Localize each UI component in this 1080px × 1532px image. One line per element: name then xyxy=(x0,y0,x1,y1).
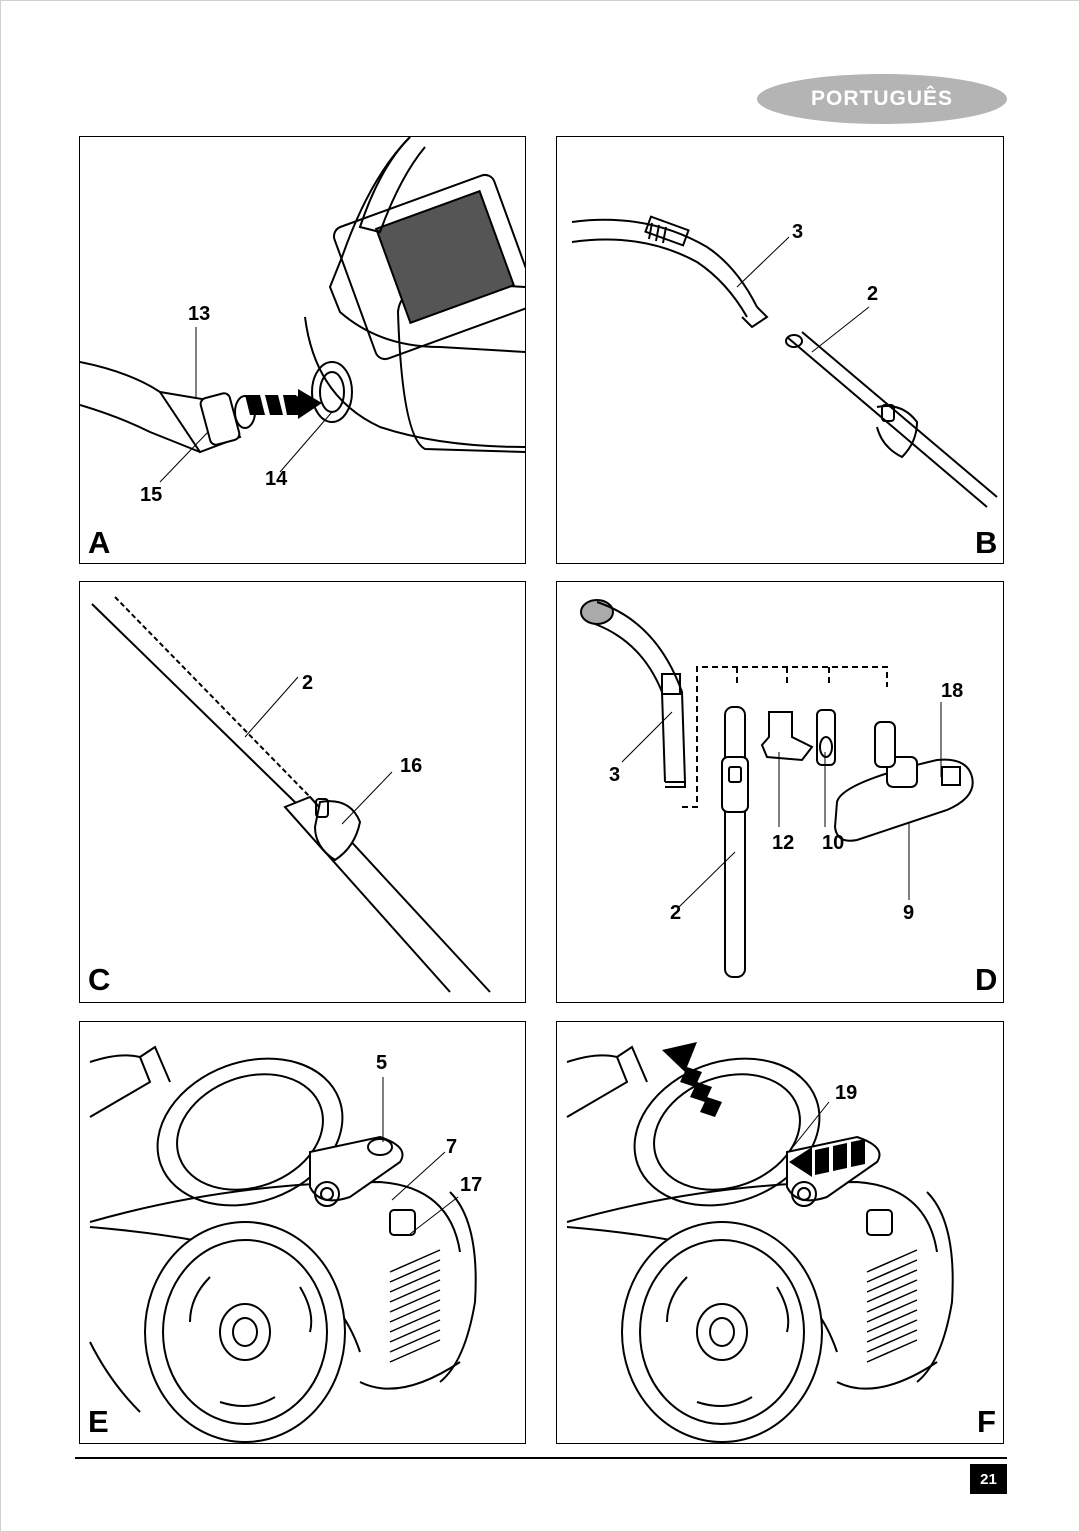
figure-a: 13 14 15 A xyxy=(79,136,526,564)
callout-13: 13 xyxy=(188,303,211,325)
callout-12: 12 xyxy=(772,832,795,854)
callout-3: 3 xyxy=(609,764,621,786)
figure-e-illustration xyxy=(89,1045,477,1443)
callout-2: 2 xyxy=(302,672,314,694)
figure-letter-e: E xyxy=(88,1404,109,1439)
figure-letter-f: F xyxy=(977,1404,996,1439)
figure-b-illustration xyxy=(571,215,998,508)
figure-letter-b: B xyxy=(975,525,998,560)
callout-3: 3 xyxy=(792,221,804,243)
callout-18: 18 xyxy=(941,680,964,702)
callout-7: 7 xyxy=(446,1136,458,1158)
figure-letter-d: D xyxy=(975,962,998,997)
footer-rule xyxy=(75,1457,1007,1459)
callout-15: 15 xyxy=(140,484,163,506)
figure-e: 5 7 17 E xyxy=(79,1021,526,1444)
figure-c-illustration xyxy=(91,596,491,993)
callout-10: 10 xyxy=(822,832,845,854)
figure-a-illustration xyxy=(80,137,525,483)
callout-9: 9 xyxy=(903,902,915,924)
figure-f-illustration xyxy=(566,1042,954,1443)
language-label: PORTUGUÊS xyxy=(810,87,953,110)
figure-b: 3 2 B xyxy=(556,136,1004,564)
figure-f: 19 F xyxy=(556,1021,1004,1444)
callout-19: 19 xyxy=(835,1082,858,1104)
figure-letter-c: C xyxy=(88,962,111,997)
callout-14: 14 xyxy=(265,468,288,490)
callout-17: 17 xyxy=(460,1174,483,1196)
language-badge: PORTUGUÊS xyxy=(757,74,1007,124)
callout-16: 16 xyxy=(400,755,423,777)
callout-5: 5 xyxy=(376,1052,388,1074)
callout-2: 2 xyxy=(867,283,879,305)
figure-d: 18 3 12 10 2 9 D xyxy=(556,581,1004,1003)
page-number: 21 xyxy=(970,1464,1007,1494)
figure-c: 2 16 C xyxy=(79,581,526,1003)
callout-2: 2 xyxy=(670,902,682,924)
figure-letter-a: A xyxy=(88,525,111,560)
figure-d-illustration xyxy=(580,599,974,978)
